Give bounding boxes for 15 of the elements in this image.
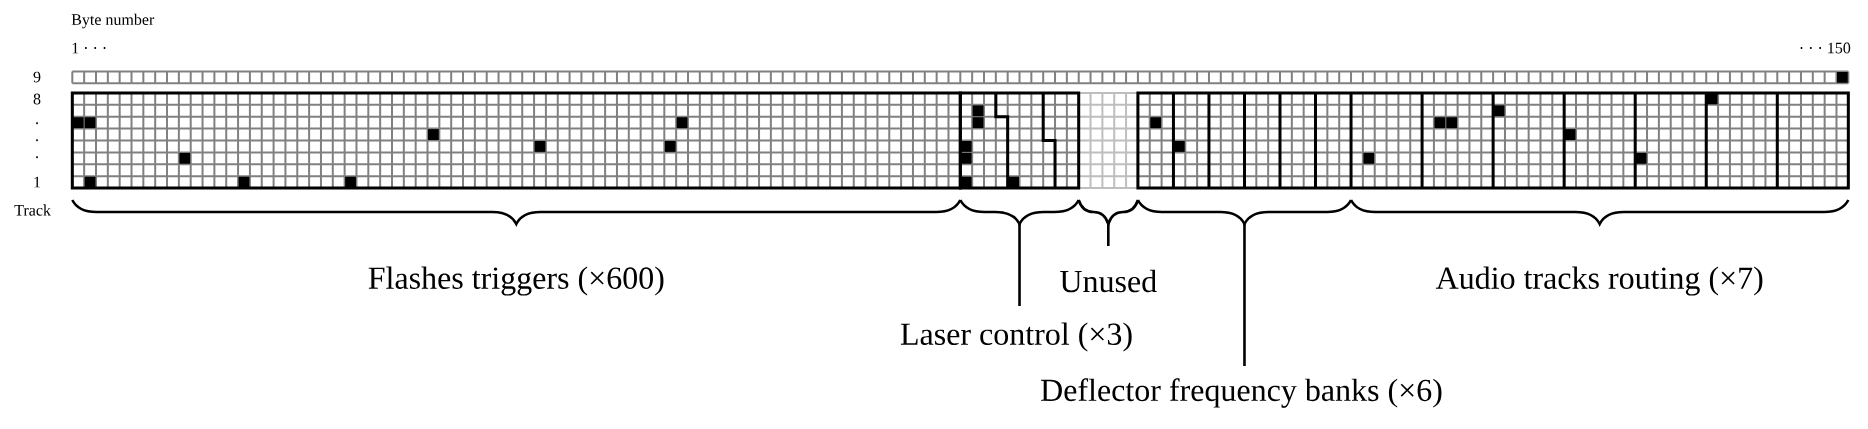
track-number: 1 <box>34 176 41 188</box>
ellipsis-dot: . <box>36 139 38 142</box>
track-number: 9 <box>33 71 41 83</box>
byte-index: 1 · · · <box>72 42 106 54</box>
section-label: Unused <box>1060 269 1157 293</box>
track-number: 8 <box>33 93 41 105</box>
section-label: Laser control (×3) <box>900 322 1132 352</box>
ellipsis-dot: . <box>36 156 38 159</box>
axis-title: Byte number <box>71 13 155 29</box>
axis-title: Track <box>14 204 51 216</box>
ellipsis-dot: . <box>36 122 38 125</box>
section-label: Audio tracks routing (×7) <box>1435 266 1763 296</box>
byte-index: · · · 150 <box>1800 42 1851 54</box>
section-label: Flashes triggers (×600) <box>368 266 664 296</box>
section-label: Deflector frequency banks (×6) <box>1041 378 1442 408</box>
